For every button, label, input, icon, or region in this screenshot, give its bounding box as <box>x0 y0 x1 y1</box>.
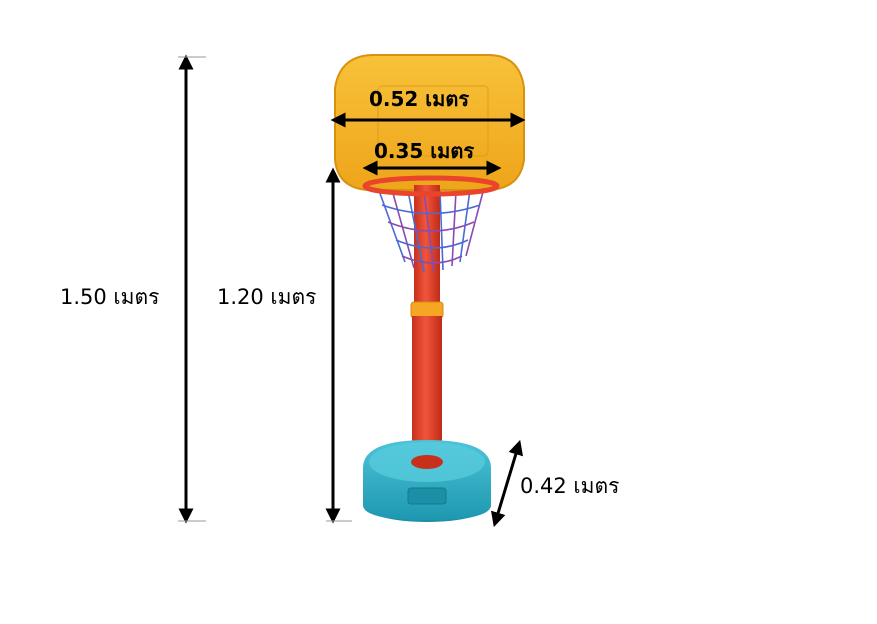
base <box>363 440 491 522</box>
backboard <box>334 54 525 191</box>
base-diameter-arrow <box>490 439 524 528</box>
net <box>377 187 485 273</box>
backboard-width-label: 0.52 เมตร <box>369 87 470 111</box>
dimension-arrows <box>178 54 526 528</box>
hoop-diameter-label: 0.35 เมตร <box>374 139 475 163</box>
total-height-label: 1.50 เมตร <box>60 285 160 309</box>
rim <box>362 175 500 197</box>
base-diameter-label: 0.42 เมตร <box>520 474 620 498</box>
hoop-height-label: 1.20 เมตร <box>217 285 317 309</box>
